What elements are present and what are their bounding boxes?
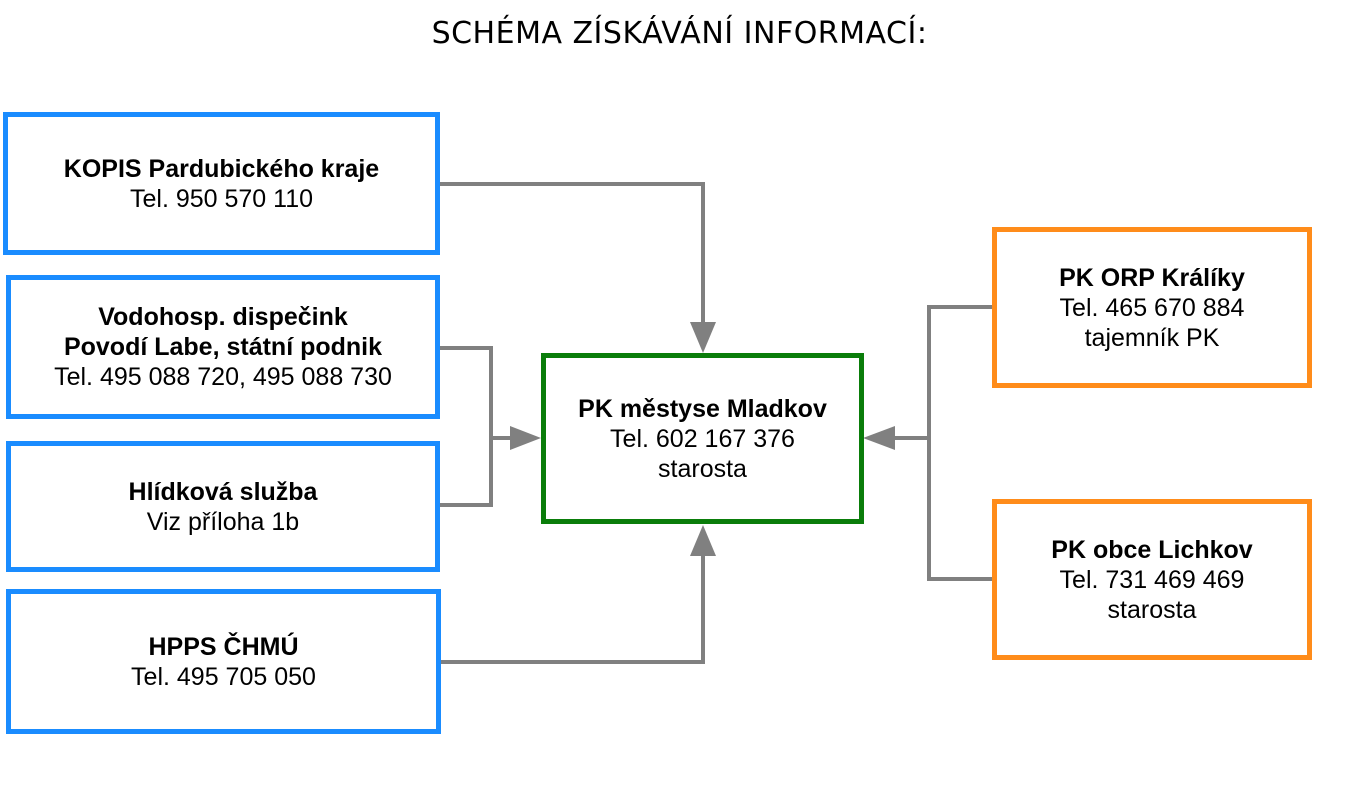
connector-hpps-to-center	[441, 550, 705, 664]
node-vodohosp-name-line2: Povodí Labe, státní podnik	[63, 333, 383, 361]
node-center: PK městyse Mladkov Tel. 602 167 376 star…	[541, 353, 864, 524]
node-hlidkova: Hlídková služba Viz příloha 1b	[6, 441, 440, 572]
node-orp-name: PK ORP Králíky	[1059, 263, 1245, 292]
arrow-kopis-to-center	[690, 322, 716, 353]
node-kopis-name: KOPIS Pardubického kraje	[63, 154, 380, 183]
node-center-name: PK městyse Mladkov	[578, 394, 827, 423]
node-orp-phone: Tel. 465 670 884	[1059, 293, 1245, 322]
node-hpps-phone: Tel. 495 705 050	[131, 662, 316, 691]
arrow-hpps-to-center	[690, 525, 716, 556]
node-lichkov-name: PK obce Lichkov	[1051, 535, 1253, 564]
node-vodohosp-name-line1: Vodohosp. dispečink	[98, 303, 348, 331]
node-hlidkova-note: Viz příloha 1b	[146, 507, 300, 536]
connector-vodohosp-to-junction	[440, 346, 493, 507]
diagram-title: SCHÉMA ZÍSKÁVÁNÍ INFORMACÍ:	[431, 16, 928, 51]
node-kopis-phone: Tel. 950 570 110	[129, 184, 314, 213]
node-orp: PK ORP Králíky Tel. 465 670 884 tajemník…	[992, 227, 1312, 388]
connector-kopis-to-center	[438, 182, 705, 330]
arrow-right-to-center	[863, 426, 895, 450]
node-hlidkova-name: Hlídková služba	[128, 477, 318, 506]
node-kopis: KOPIS Pardubického kraje Tel. 950 570 11…	[3, 112, 440, 255]
node-center-phone: Tel. 602 167 376	[610, 424, 795, 453]
node-lichkov: PK obce Lichkov Tel. 731 469 469 starost…	[992, 499, 1312, 660]
node-lichkov-role: starosta	[1107, 595, 1197, 624]
node-vodohosp: Vodohosp. dispečink Povodí Labe, státní …	[6, 275, 440, 419]
node-center-role: starosta	[658, 454, 747, 483]
connector-orp-lichkov	[927, 305, 994, 581]
arrow-junction-to-center	[510, 426, 541, 450]
node-hpps-name: HPPS ČHMÚ	[148, 632, 299, 661]
node-lichkov-phone: Tel. 731 469 469	[1059, 565, 1245, 594]
node-vodohosp-phone: Tel. 495 088 720, 495 088 730	[54, 363, 392, 391]
node-orp-role: tajemník PK	[1084, 323, 1220, 352]
node-hpps: HPPS ČHMÚ Tel. 495 705 050	[6, 589, 441, 734]
